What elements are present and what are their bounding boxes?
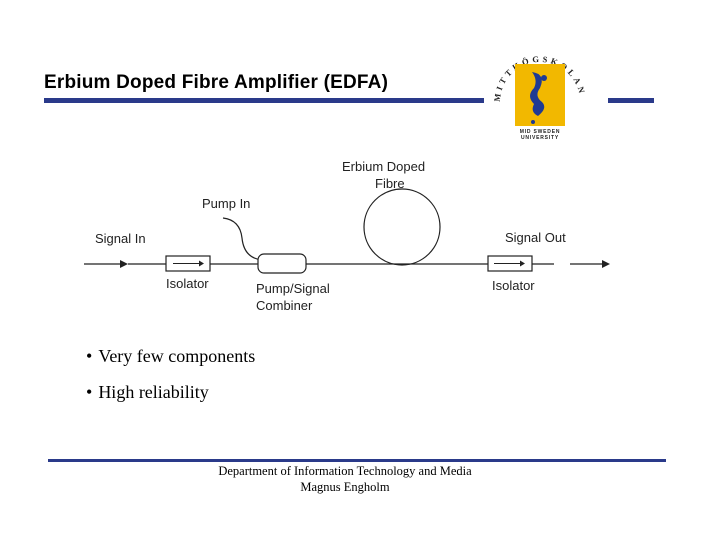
bullet-item: •Very few components bbox=[86, 346, 255, 367]
label-combiner-line1: Pump/Signal bbox=[256, 281, 330, 296]
bullet-dot: • bbox=[86, 382, 93, 402]
input-arrow-icon bbox=[120, 260, 128, 268]
footer: Department of Information Technology and… bbox=[160, 463, 530, 495]
label-signal-in: Signal In bbox=[95, 231, 146, 246]
label-fibre-line2: Fibre bbox=[375, 176, 405, 191]
university-logo: MITTHÖGSKOLAN MID SWEDEN UNIVERSITY bbox=[492, 54, 585, 141]
footer-author: Magnus Engholm bbox=[300, 480, 390, 494]
bullet-dot: • bbox=[86, 346, 93, 366]
label-isolator-left: Isolator bbox=[166, 276, 209, 291]
logo-panel bbox=[515, 64, 565, 126]
logo-dot-lower bbox=[531, 120, 535, 124]
logo-dot bbox=[541, 75, 547, 81]
label-combiner-line2: Combiner bbox=[256, 298, 313, 313]
logo-line2: UNIVERSITY bbox=[521, 135, 559, 141]
label-pump-in: Pump In bbox=[202, 196, 250, 211]
footer-rule bbox=[48, 459, 666, 462]
label-isolator-right: Isolator bbox=[492, 278, 535, 293]
bullet-text: High reliability bbox=[98, 382, 209, 402]
output-arrow-icon bbox=[602, 260, 610, 268]
label-signal-out: Signal Out bbox=[505, 230, 566, 245]
slide-title: Erbium Doped Fibre Amplifier (EDFA) bbox=[44, 72, 389, 93]
isolator-right-arrow-icon bbox=[520, 260, 525, 267]
erbium-fibre-coil bbox=[363, 188, 441, 266]
title-rule-left bbox=[44, 98, 484, 103]
logo-figure bbox=[530, 72, 545, 116]
isolator-left-arrow-icon bbox=[199, 260, 204, 267]
pump-signal-combiner bbox=[257, 253, 307, 274]
title-rule-right bbox=[608, 98, 654, 103]
label-fibre-line1: Erbium Doped bbox=[342, 159, 425, 174]
footer-department: Department of Information Technology and… bbox=[218, 464, 472, 478]
bullet-text: Very few components bbox=[98, 346, 256, 366]
bullet-list: •Very few components •High reliability bbox=[86, 346, 255, 418]
logo-line1: MID SWEDEN bbox=[520, 129, 561, 135]
bullet-item: •High reliability bbox=[86, 382, 255, 403]
pump-fibre bbox=[222, 217, 263, 261]
edfa-diagram: Signal In Pump In Erbium Doped Fibre Sig… bbox=[84, 159, 610, 313]
